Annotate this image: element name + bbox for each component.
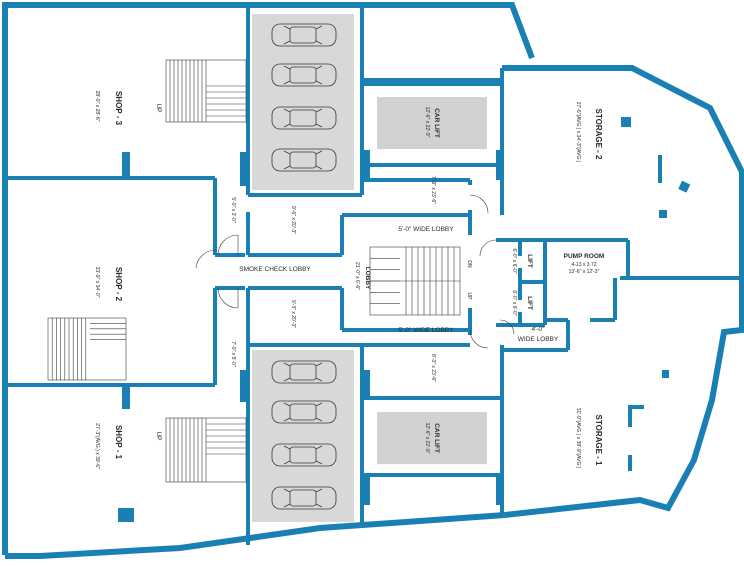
doors bbox=[195, 194, 515, 349]
storage2-name: STORAGE - 2 bbox=[594, 109, 603, 161]
car-icon bbox=[271, 400, 337, 424]
storage1-size: 31'-0"(AVG.) x 38'-9"(AVG.) bbox=[575, 408, 581, 469]
pump-room-name: PUMP ROOM bbox=[564, 253, 605, 260]
stair-up-bottom: UP bbox=[155, 431, 162, 440]
shop3-name: SHOP - 3 bbox=[114, 91, 123, 126]
lift2-name: LIFT bbox=[526, 296, 533, 310]
stair-up-top: UP bbox=[155, 103, 162, 112]
interior-walls bbox=[5, 5, 742, 545]
lift2-size: 6'-0" x 6'-0" bbox=[511, 290, 517, 315]
shop3-size: 28'-0" x 28'-6" bbox=[94, 91, 100, 122]
storage1-name: STORAGE - 1 bbox=[594, 415, 603, 467]
smoke-check-lobby: SMOKE CHECK LOBBY bbox=[239, 266, 311, 273]
shop2-size: 33'-9" x 34'-0" bbox=[94, 267, 100, 298]
stairs-center bbox=[369, 246, 461, 316]
columns bbox=[118, 117, 691, 522]
car-icon bbox=[271, 148, 337, 172]
dim-lower-left: 9'-3" x 20'-3" bbox=[290, 300, 296, 328]
shop2-name: SHOP - 2 bbox=[114, 267, 123, 302]
wide-lobby-bottom: 5'-0" WIDE LOBBY bbox=[398, 327, 454, 334]
car-icon bbox=[271, 63, 337, 87]
shop1-size: 27'-3"(AVG.) x 39'-6" bbox=[94, 423, 100, 469]
carlift-bottom-name: CAR LIFT bbox=[433, 423, 440, 453]
parking-bottom bbox=[252, 350, 354, 522]
cars bbox=[271, 23, 337, 510]
stairs-top-left bbox=[165, 59, 247, 123]
storage2-size: 27'-6"(AVG.) x 34'-3"(AVG.) bbox=[575, 102, 581, 163]
dim-smoke-top: 5'-0" x 3'-0" bbox=[230, 197, 236, 222]
car-icon bbox=[271, 360, 337, 384]
car-icon bbox=[271, 106, 337, 130]
dim-smoke-bottom: 7'-0" x 5'-0" bbox=[230, 341, 236, 366]
lobby-size: 21'-0" x 6'-6" bbox=[354, 262, 360, 290]
stair-dn-center: DN bbox=[466, 260, 472, 268]
car-lift-top-fill bbox=[377, 97, 487, 149]
carlift-top-name: CAR LIFT bbox=[433, 108, 440, 138]
dim-upper-right: 7'-9" x 23'-6" bbox=[430, 176, 436, 204]
car-lift-bottom-fill bbox=[377, 412, 487, 464]
car-icon bbox=[271, 443, 337, 467]
car-icon bbox=[271, 486, 337, 510]
stair-up-center: UP bbox=[466, 293, 472, 301]
dim-upper-left: 9'-6" x 20'-3" bbox=[290, 206, 296, 234]
shop1-name: SHOP - 1 bbox=[114, 425, 123, 460]
car-icon bbox=[271, 23, 337, 47]
stairs-mid-left bbox=[47, 317, 127, 381]
lift1-name: LIFT bbox=[526, 254, 533, 268]
stairs-bottom-left bbox=[165, 417, 247, 483]
pump-room-size1: 4-13 x 3.72 bbox=[571, 262, 596, 268]
dim-lower-right: 8'-3" x 23'-6" bbox=[430, 354, 436, 382]
pump-room-size2: 13'-6" x 12'-3" bbox=[569, 269, 600, 275]
wide-lobby-right-1: 4'-0" bbox=[532, 326, 546, 333]
lift1-size: 6'-0" x 6'-0" bbox=[511, 248, 517, 273]
wide-lobby-right-2: WIDE LOBBY bbox=[518, 336, 559, 343]
carlift-top-size: 12'-6" x 22'-9" bbox=[424, 107, 430, 138]
parking-top bbox=[252, 14, 354, 190]
wide-lobby-top: 5'-0" WIDE LOBBY bbox=[398, 226, 454, 233]
carlift-bottom-size: 12'-6" x 22'-9" bbox=[424, 423, 430, 454]
lobby-name: LOBBY bbox=[364, 267, 371, 290]
